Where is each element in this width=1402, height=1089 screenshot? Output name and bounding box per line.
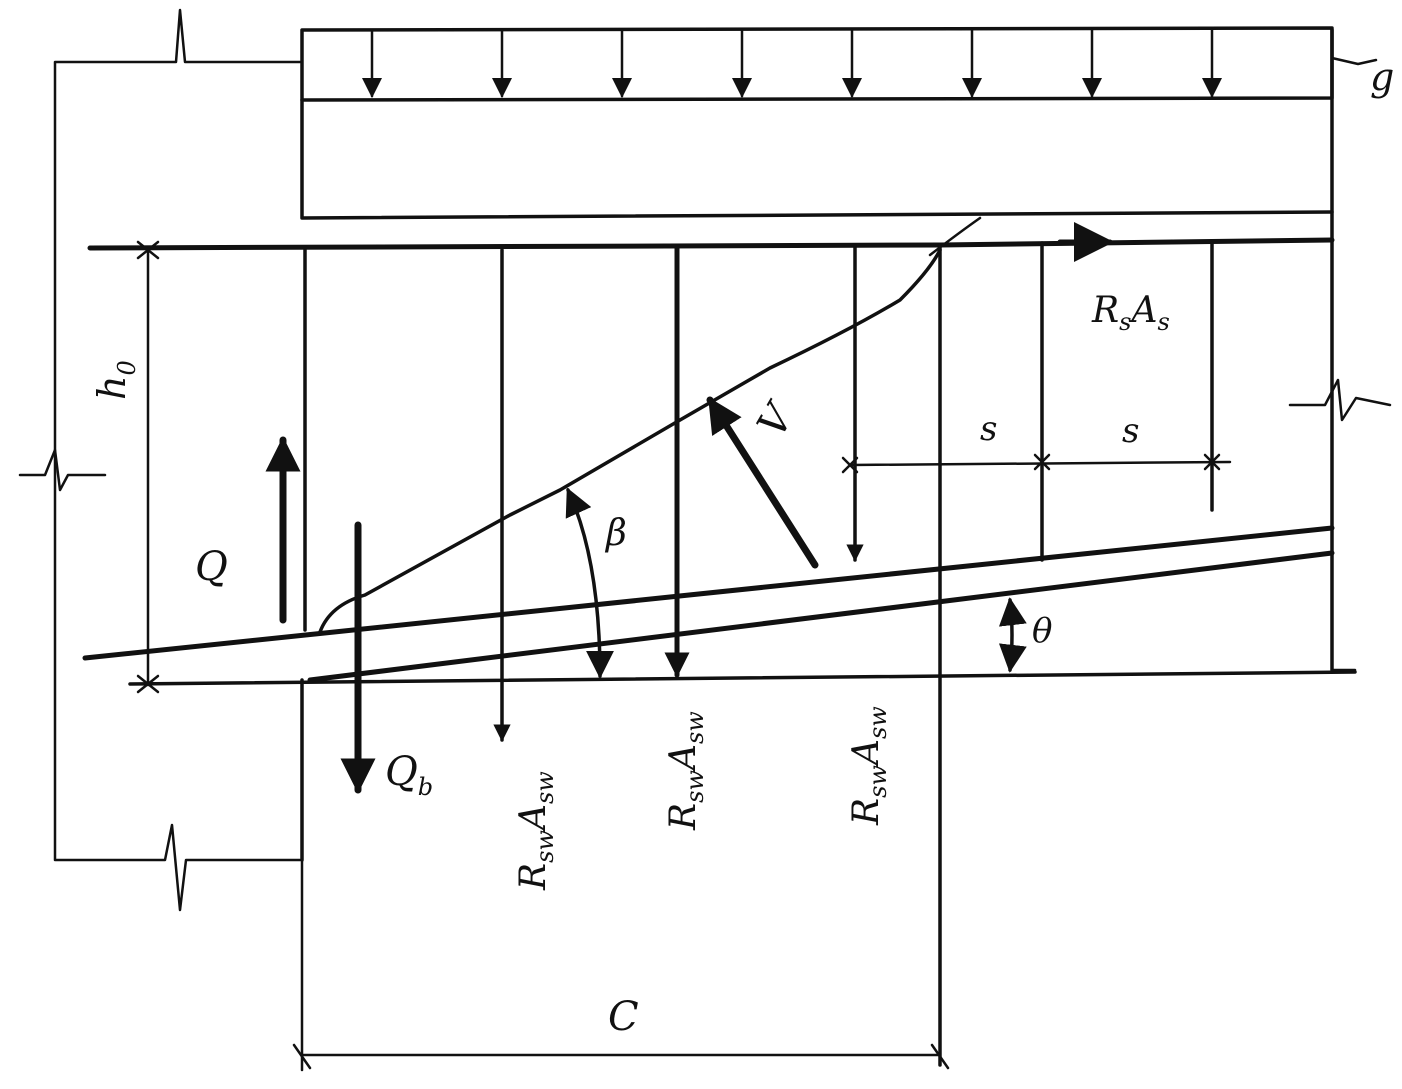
label-theta: θ xyxy=(1032,611,1052,651)
left-support xyxy=(18,8,304,912)
load-arrows xyxy=(362,28,1222,98)
bottom-lines xyxy=(82,525,1357,686)
label-g: g xyxy=(1370,55,1394,99)
c-dimension xyxy=(292,858,950,1072)
h0-dimension xyxy=(136,240,160,694)
labels: g h0 Q Qb β θ V s s RsAs RswAsw RswAsw R… xyxy=(90,55,1394,1040)
top-reinforcement xyxy=(87,216,1335,262)
break-mark-right xyxy=(1288,378,1392,422)
stirrups xyxy=(303,241,1214,1067)
beta-arc xyxy=(565,487,614,679)
break-mark-left xyxy=(18,448,107,492)
label-beta: β xyxy=(604,513,627,554)
label-q: Q xyxy=(195,544,228,590)
inclined-crack xyxy=(318,248,942,634)
label-h0: h0 xyxy=(90,360,141,400)
label-rsw-asw-1: RswAsw xyxy=(513,771,559,891)
beam-body xyxy=(300,28,1392,672)
label-rs-as: RsAs xyxy=(1091,290,1170,336)
label-s-1: s xyxy=(980,409,997,449)
label-s-2: s xyxy=(1122,411,1139,451)
label-c: C xyxy=(608,994,639,1040)
label-rsw-asw-3: RswAsw xyxy=(846,706,892,826)
label-v: V xyxy=(749,393,805,445)
v-arrow xyxy=(706,396,819,569)
s-dimension xyxy=(841,453,1232,474)
theta-arc xyxy=(998,597,1027,673)
crack-top xyxy=(928,216,982,257)
label-rsw-asw-2: RswAsw xyxy=(663,711,709,831)
label-qb: Qb xyxy=(385,749,433,801)
distributed-load xyxy=(300,26,1378,102)
g-leader xyxy=(1330,56,1378,66)
